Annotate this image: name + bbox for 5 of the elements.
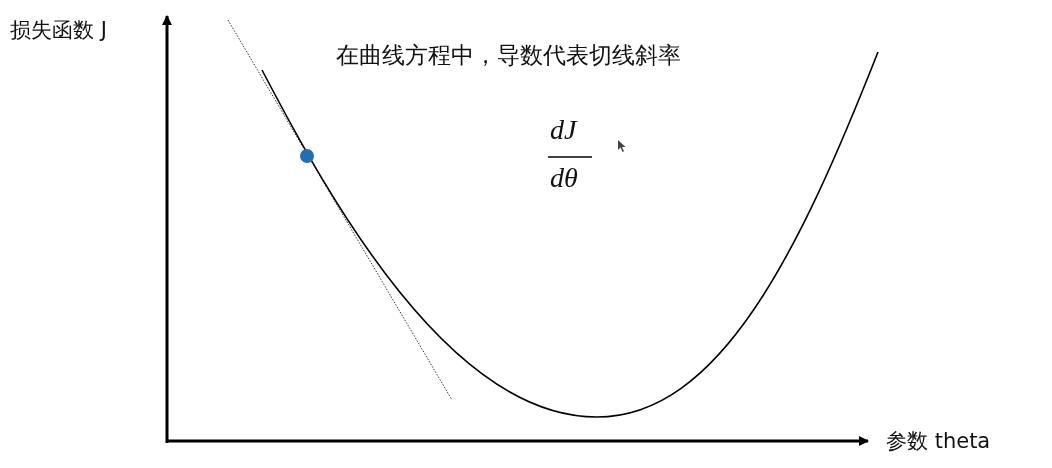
axis-label: 损失函数 J: [10, 17, 107, 44]
denominator: dθ: [550, 162, 578, 194]
axis-label: 参数 theta: [886, 428, 991, 455]
numerator: dJ: [550, 114, 577, 146]
title: 在曲线方程中，导数代表切线斜率: [336, 41, 681, 70]
